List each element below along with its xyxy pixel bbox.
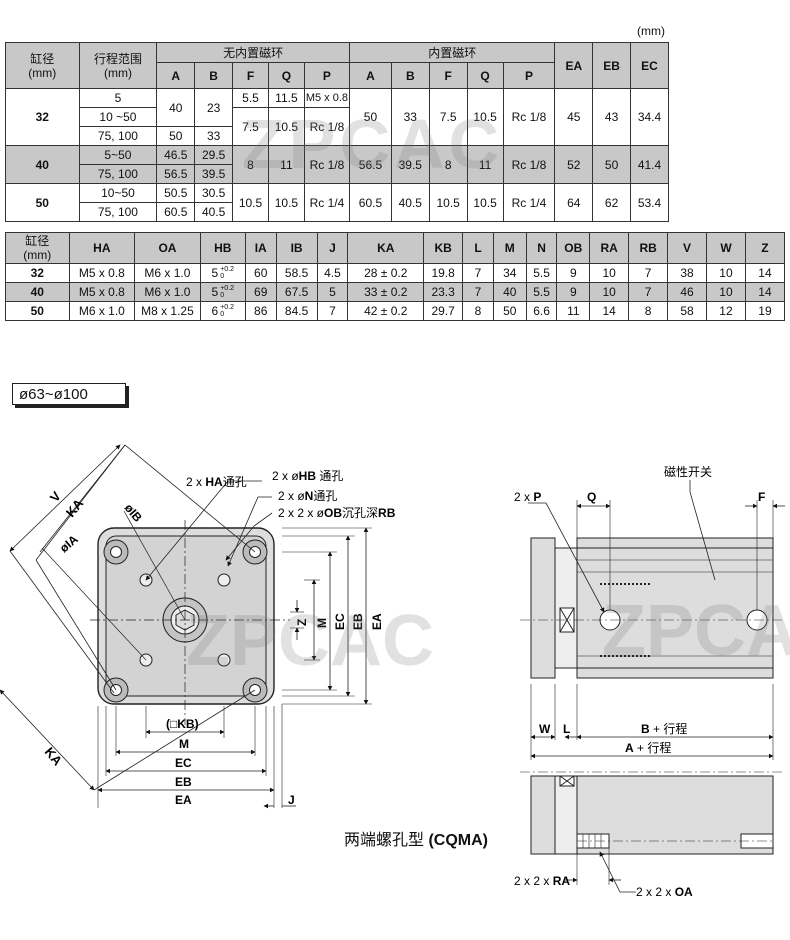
label-z: Z	[295, 619, 309, 626]
col-p-mag: P	[502, 62, 556, 89]
col-ha: HA	[68, 232, 136, 264]
side-view	[520, 480, 785, 760]
table-row: 32 5 40 23 5.5 11.5 M5 x 0.8 50 33 7.5 1…	[5, 88, 669, 146]
col-rb: RB	[628, 232, 669, 264]
col-q: Q	[267, 62, 305, 89]
label-ia: øIA	[57, 532, 81, 555]
col-z: Z	[744, 232, 786, 264]
bottom-view	[520, 771, 785, 893]
stroke-header: 行程范围(mm)	[78, 42, 158, 89]
table-row: 75, 100 60.5 40.5	[6, 202, 669, 222]
col-ia: IA	[244, 232, 277, 264]
label-v: V	[47, 488, 64, 505]
magnet-header: 内置磁环	[349, 42, 556, 63]
drawing-caption: 两端螺孔型 (CQMA)	[344, 832, 488, 849]
label-m: M	[179, 737, 189, 751]
label-ea: EA	[175, 793, 192, 807]
col-ec: EC	[630, 42, 669, 89]
label-2xha: 2 x HA通孔	[186, 475, 247, 489]
label-2x2xra: 2 x 2 x RA	[514, 874, 570, 888]
technical-drawing: 2 x HA通孔 2 x øHB 通孔 2 x øN通孔 2 x 2 x øOB…	[0, 444, 790, 899]
label-2x2xoa: 2 x 2 x OA	[636, 885, 693, 899]
label-ec-vertical: EC	[333, 613, 347, 630]
label-l: L	[563, 722, 570, 736]
label-2xn: 2 x øN通孔	[278, 489, 337, 503]
col-f-mag: F	[428, 62, 468, 89]
col-ka: KA	[347, 232, 425, 264]
no-magnet-header: 无内置磁环	[156, 42, 351, 63]
watermark-drawing: ZPCAC	[186, 601, 434, 681]
col-a-mag: A	[349, 62, 392, 89]
col-eb: EB	[592, 42, 631, 89]
label-2x2xob: 2 x 2 x øOB沉孔深RB	[278, 506, 396, 520]
col-f: F	[232, 62, 269, 89]
col-a: A	[156, 62, 196, 89]
label-ib: øIB	[122, 501, 145, 525]
label-eb-vertical: EB	[351, 613, 365, 630]
label-m-vertical: M	[315, 618, 329, 628]
col-ib: IB	[275, 232, 318, 264]
front-view	[0, 444, 372, 809]
unit-label: (mm)	[637, 24, 665, 38]
watermark-side: ZPCAC	[602, 591, 790, 671]
col-n: N	[525, 232, 558, 264]
col-m: M	[492, 232, 527, 264]
col-hb: HB	[199, 232, 246, 264]
label-eb: EB	[175, 775, 192, 789]
label-ka-bottom: KA	[42, 744, 66, 768]
col-b: B	[194, 62, 234, 89]
label-kb: (□KB)	[166, 717, 199, 731]
label-ea-vertical: EA	[370, 613, 384, 630]
label-ec: EC	[175, 756, 192, 770]
label-2xp: 2 x P	[514, 490, 541, 504]
table-row: 40 5~50 46.5 29.5 8 11 Rc 1/8 56.5 39.5 …	[5, 145, 669, 184]
label-magnetic-switch: 磁性开关	[664, 464, 712, 479]
table-row: 10 ~50 7.5 10.5 Rc 1/8	[6, 107, 669, 146]
col-v: V	[667, 232, 708, 264]
label-q: Q	[587, 490, 596, 504]
size-range-box: ø63~ø100	[12, 383, 126, 405]
dimension-table-1: 缸径(mm) 行程范围(mm) 无内置磁环 内置磁环 EA EB EC A B …	[5, 42, 669, 222]
bore-header-2: 缸径(mm)	[5, 232, 70, 264]
table-row: 75, 100 56.5 39.5	[6, 164, 669, 184]
dimension-table-2: 缸径(mm) HA OA HB IA IB J KA KB L M N OB R…	[5, 232, 786, 321]
label-2xhb: 2 x øHB 通孔	[272, 469, 343, 483]
label-a-stroke: A + 行程	[625, 740, 671, 755]
bore-header: 缸径(mm)	[5, 42, 80, 89]
col-b-mag: B	[390, 62, 430, 89]
label-f: F	[758, 490, 765, 504]
col-ea: EA	[554, 42, 594, 89]
col-kb: KB	[423, 232, 464, 264]
col-l: L	[462, 232, 494, 264]
col-oa: OA	[134, 232, 201, 264]
label-b-stroke: B + 行程	[641, 721, 687, 736]
col-q-mag: Q	[466, 62, 504, 89]
table-row: 50 10~50 50.5 30.5 10.5 10.5 Rc 1/4 60.5…	[5, 183, 669, 222]
col-ra: RA	[589, 232, 630, 264]
label-w: W	[539, 722, 551, 736]
col-ob: OB	[556, 232, 591, 264]
label-j: J	[288, 793, 295, 807]
col-w: W	[706, 232, 746, 264]
watermark: ZPCAC	[242, 105, 504, 183]
col-p: P	[303, 62, 351, 89]
col-j: J	[316, 232, 349, 264]
